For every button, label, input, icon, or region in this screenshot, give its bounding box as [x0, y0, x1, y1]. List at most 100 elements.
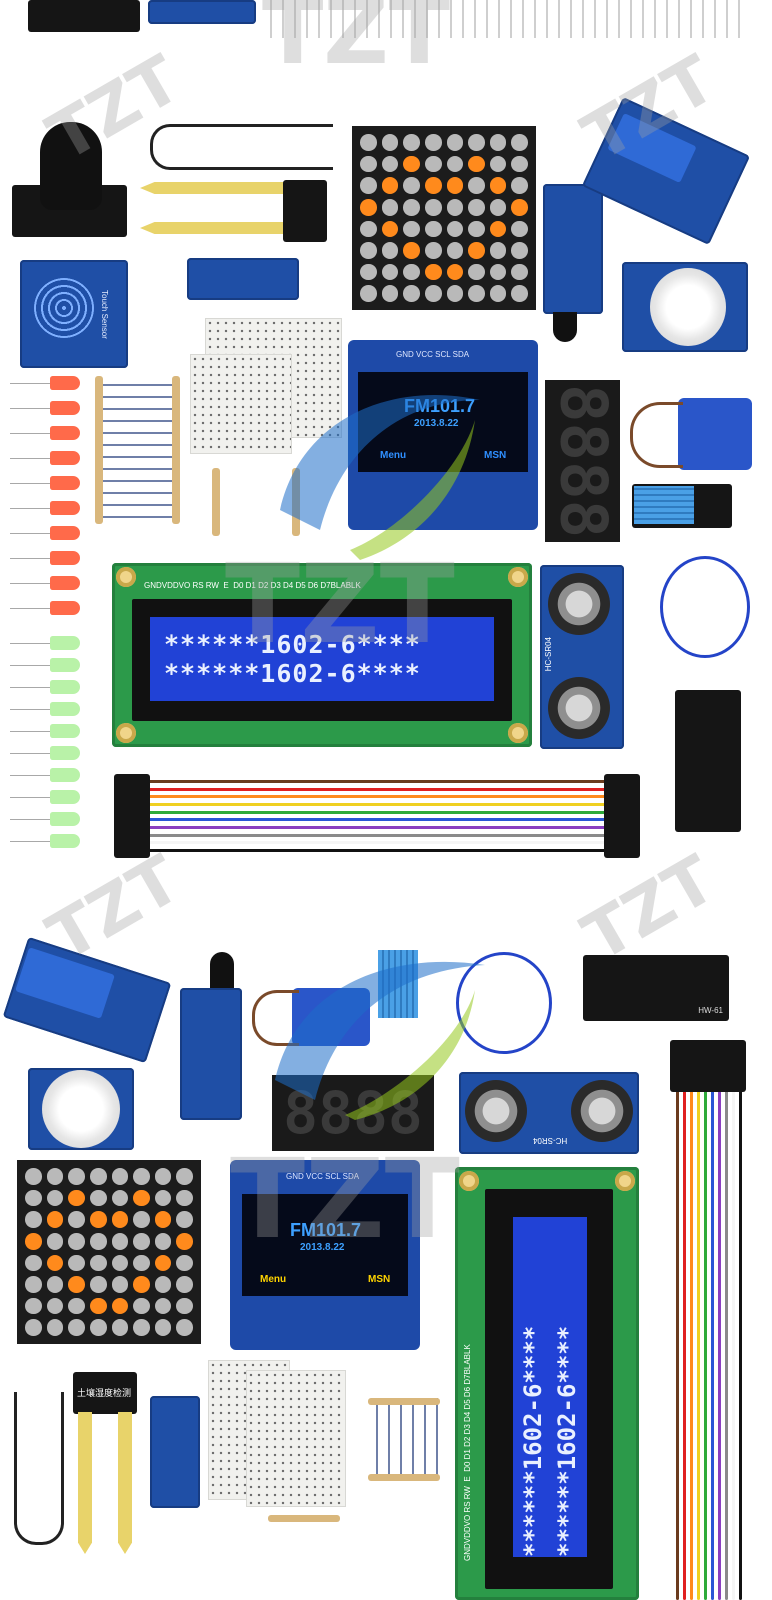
brand-watermark: TZT [230, 1135, 460, 1263]
matrix-led [46, 1297, 64, 1315]
oled-screen: FM101.7 2013.8.22 Menu MSN [242, 1194, 408, 1296]
dupont-wire-loop [660, 556, 750, 658]
matrix-led [381, 155, 399, 173]
logo-swoosh-green [345, 990, 475, 1120]
matrix-led-lit [468, 242, 485, 259]
red-led-column [10, 376, 100, 624]
matrix-led [176, 1168, 193, 1185]
touch-sensor-top-crop [148, 0, 256, 24]
led-lead [10, 457, 50, 459]
lcd-line-1: ******1602-6**** [164, 630, 421, 659]
oled-msn-label: MSN [484, 450, 507, 461]
matrix-led [25, 1211, 42, 1228]
matrix-led [68, 1319, 85, 1336]
led [10, 451, 80, 465]
resistor-strip [368, 1398, 440, 1478]
soil-sensor-probe [140, 222, 285, 234]
matrix-led [424, 242, 442, 259]
soil-sensor-cable [14, 1392, 64, 1545]
jumper-wire [718, 1090, 721, 1600]
oled-frequency: FM101.7 [290, 1220, 362, 1240]
matrix-led [403, 134, 420, 151]
led-lead [10, 664, 50, 666]
lcd1602-module: GNDVDDVO RS RW E D0 D1 D2 D3 D4 D5 D6 D7… [455, 1167, 639, 1600]
i2c-adapter-module: HW-61 [583, 955, 729, 1021]
led-body [50, 658, 80, 672]
led [10, 658, 80, 672]
matrix-led [89, 1276, 107, 1293]
matrix-led [89, 1319, 107, 1336]
logo-swoosh-green [350, 420, 475, 560]
led-body [50, 724, 80, 738]
matrix-led [68, 1168, 85, 1185]
matrix-led [133, 1232, 150, 1250]
matrix-led-lit [154, 1211, 172, 1228]
jumper-wire [683, 1090, 686, 1600]
jumper-wire [146, 841, 606, 845]
matrix-led-lit [111, 1211, 129, 1228]
mounting-hole [508, 567, 528, 587]
led-lead [10, 840, 50, 842]
ir-sensor-led [210, 952, 234, 988]
matrix-led [511, 155, 528, 173]
matrix-led [154, 1276, 172, 1293]
soil-sensor-board: 土壤湿度检测 [73, 1372, 137, 1414]
matrix-led [468, 177, 485, 194]
resistor-tape [95, 376, 103, 524]
matrix-led [25, 1276, 42, 1293]
ultrasonic-transducer [548, 573, 610, 635]
jumper-wire [146, 848, 606, 852]
mounting-hole [508, 723, 528, 743]
jumper-wire [690, 1090, 693, 1600]
jumper-wire [676, 1090, 679, 1600]
touch-sensor-board: Touch Sensor [20, 260, 128, 368]
oled-date: 2013.8.22 [300, 1242, 345, 1253]
led [10, 724, 80, 738]
matrix-led [489, 242, 507, 259]
matrix-led-lit [360, 198, 377, 216]
led-lead [10, 607, 50, 609]
jumper-wire-bundle [146, 780, 606, 852]
seven-segment-display: 8888 [545, 380, 620, 542]
jumper-wire [146, 825, 606, 829]
ultrasonic-transducer [548, 677, 610, 739]
matrix-led [111, 1319, 129, 1336]
matrix-led [446, 220, 464, 238]
matrix-led-lit [111, 1297, 129, 1315]
i2c-adapter-label: HW-61 [698, 1006, 723, 1015]
jumper-wire [711, 1090, 714, 1600]
ultrasonic-label: HC-SR04 [533, 1136, 568, 1145]
led [10, 680, 80, 694]
matrix-led [489, 263, 507, 281]
led [10, 401, 80, 415]
logo-swoosh-blue [280, 394, 480, 530]
soil-sensor-board [283, 180, 327, 242]
led [10, 426, 80, 440]
matrix-led [46, 1276, 64, 1293]
lcd-screen: ******1602-6**** ******1602-6**** [150, 617, 494, 701]
matrix-led [111, 1168, 129, 1185]
matrix-led [424, 155, 442, 173]
mini-breadboard [246, 1370, 346, 1507]
brand-logo [275, 961, 485, 1120]
led [10, 702, 80, 716]
oled-display-module: GND VCC SCL SDA FM101.7 2013.8.22 Menu M… [230, 1160, 420, 1350]
matrix-led-lit [446, 263, 464, 281]
led-body [50, 812, 80, 826]
matrix-led [360, 285, 377, 302]
jumper-connectors-left [114, 774, 150, 858]
jumper-wire [146, 787, 606, 791]
matrix-led [68, 1211, 85, 1228]
ultrasonic-transducer [571, 1080, 633, 1142]
soil-sensor-probe [118, 1412, 132, 1554]
jumper-connectors-right [604, 774, 640, 858]
matrix-led [154, 1232, 172, 1250]
matrix-led [360, 242, 377, 259]
matrix-led [511, 242, 528, 259]
led-lead [10, 382, 50, 384]
oled-pin-labels: GND VCC SCL SDA [286, 1172, 360, 1181]
matrix-led [511, 220, 528, 238]
led-body [50, 576, 80, 590]
oled-menu-label: Menu [260, 1274, 287, 1285]
matrix-led [25, 1189, 42, 1207]
